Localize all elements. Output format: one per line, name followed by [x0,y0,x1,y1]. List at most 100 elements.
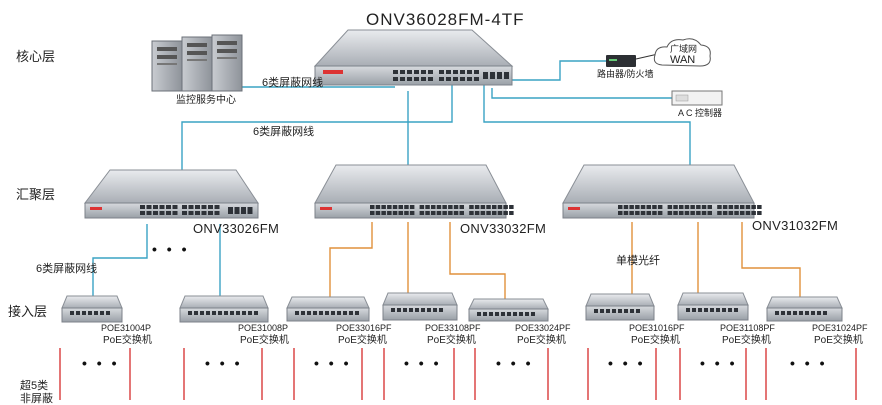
access-switch-type-label: PoE交换机 [240,335,289,346]
switch-port [501,312,505,316]
ac-controller-icon [671,90,723,106]
access-switch-type-label: PoE交换机 [338,335,387,346]
switch-port [740,211,745,215]
switch-port [439,308,443,312]
switch-port [387,205,392,209]
switch-port [793,311,797,315]
switch-port [208,205,213,209]
switch-port [159,211,165,215]
switch-port [646,211,651,215]
switch-port [331,311,335,315]
switch-port [640,205,646,209]
more-devices-dots: • • • [205,355,243,371]
switch-port [690,205,695,209]
switch-port [696,205,701,209]
switch-port [635,211,640,215]
switch-port [640,211,646,215]
switch-port [425,205,430,209]
switch-port [679,211,684,215]
switch-port [194,311,198,315]
switch-port [519,312,523,316]
access-switch-model-label: POE33024PF [515,323,571,333]
switch-port [503,205,508,209]
switch-port [387,211,392,215]
switch-port [392,205,398,209]
switch-port [106,311,110,315]
fiber-cables [329,222,801,299]
switch-port [436,211,442,215]
switch-port [618,205,623,209]
switch-port [436,205,442,209]
switch-port [140,205,145,209]
switch-port [442,205,447,209]
switch-port [477,312,481,316]
more-devices-dots: • • • [608,355,646,371]
switch-port [453,70,458,74]
switch-port [212,311,216,315]
switch-port [200,311,204,315]
switch-port [652,211,657,215]
switch-port [629,205,634,209]
switch-port [398,211,403,215]
switch-port [716,308,720,312]
switch-port [490,72,495,79]
switch-port [182,211,187,215]
switch-port [460,77,465,81]
aggregation-right-cable-label: 单模光纤 [616,255,660,267]
switch-port [525,312,529,316]
switch-port [375,211,381,215]
switch-port [76,311,80,315]
switch-port [497,205,503,209]
wan-cloud-icon [653,38,711,67]
switch-port [400,70,405,74]
trunk-cable-label: 6类屏蔽网线 [253,126,315,138]
switch-port [686,308,690,312]
switch-port [407,77,412,81]
switch-port [431,211,436,215]
wan-label-line1: 广域网 [670,44,698,54]
switch-port [623,211,629,215]
core-to-aggregation-right-cable [483,85,691,168]
switch-port [453,205,459,209]
switch-port [446,77,451,81]
aggregation-switch-right-model: ONV31032FM [752,218,839,233]
aggregation-switch-middle-model: ONV33032FM [460,221,547,236]
switch-port [166,205,171,209]
switch-port [459,205,464,209]
core-to-router-cable [488,60,606,81]
wan-label-line2: WAN [670,54,696,66]
switch-port [799,311,803,315]
switch-port [606,309,610,313]
access-switch-type-label: PoE交换机 [631,335,680,346]
switch-port [409,211,415,215]
switch-port [442,211,447,215]
switch-port [696,211,701,215]
access-switch-model-label: POE31016PF [629,323,685,333]
switch-port [692,308,696,312]
switch-port [100,311,104,315]
switch-port [474,205,480,209]
access-switch-model-label: POE31004P [101,323,152,333]
switch-port [467,70,472,74]
switch-port [690,211,695,215]
switch-port [188,311,192,315]
switch-port [492,211,497,215]
switch-port [428,70,433,74]
switch-port [469,211,474,215]
switch-port [480,205,486,209]
switch-port [509,205,514,209]
more-devices-dots: • • • [404,355,442,371]
access-switch-device [585,293,655,321]
switch-port [646,205,651,209]
switch-port [734,211,739,215]
switch-port [188,211,194,215]
switch-port [745,211,751,215]
switch-port [94,311,98,315]
switch-port [343,311,347,315]
aggregation-left-to-access-1 [92,224,148,296]
switch-port [453,77,458,81]
wan-link [635,53,659,60]
access-switch-type-label: PoE交换机 [517,335,566,346]
switch-port [698,308,702,312]
switch-port [594,309,598,313]
